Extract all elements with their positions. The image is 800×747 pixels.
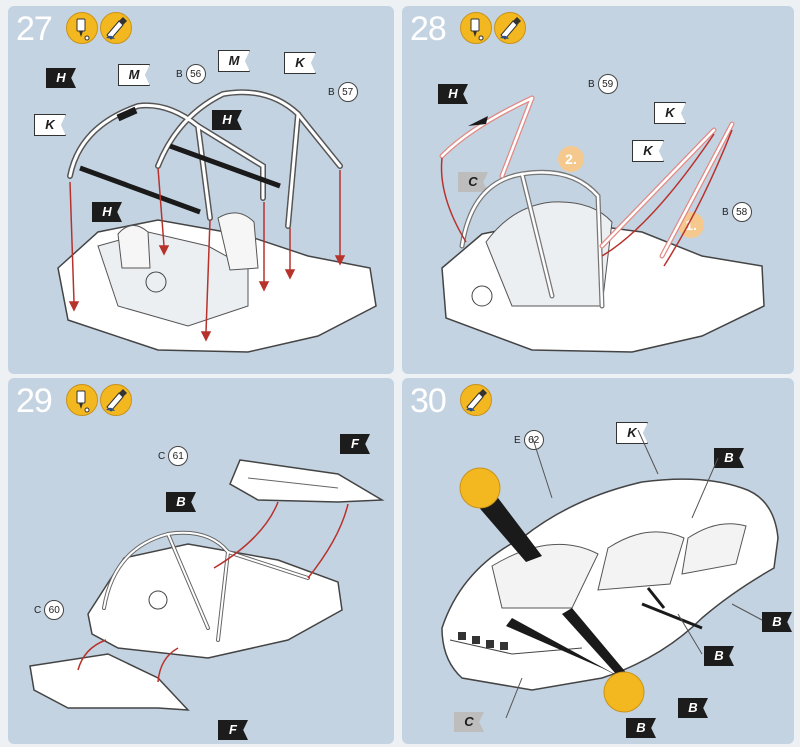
roll-cage-drawing <box>57 89 377 353</box>
flag-b: B <box>166 492 196 512</box>
step-number: 28 <box>410 10 447 48</box>
flag-c: C <box>454 712 484 732</box>
flag-h: H <box>212 110 242 130</box>
flag-f: F <box>218 720 248 740</box>
flag-h: H <box>438 84 468 104</box>
glue-icon <box>460 12 492 44</box>
sequence-2: 2. <box>558 146 584 172</box>
flag-b: B <box>714 448 744 468</box>
door-panels-drawing <box>29 459 385 711</box>
glue-icon <box>66 12 98 44</box>
flag-f: F <box>340 434 370 454</box>
paint-brush-icon <box>494 12 526 44</box>
paint-brush-icon <box>100 12 132 44</box>
flag-b: B <box>704 646 734 666</box>
car-body-drawing <box>441 429 779 719</box>
step-number: 29 <box>16 382 53 420</box>
flag-m: M <box>118 64 150 86</box>
flag-m: M <box>218 50 250 72</box>
paint-brush-icon <box>100 384 132 416</box>
flag-c: C <box>458 172 488 192</box>
paint-brush-icon <box>460 384 492 416</box>
flag-h: H <box>92 202 122 222</box>
flag-b: B <box>678 698 708 718</box>
step-number: 30 <box>410 382 447 420</box>
flag-b: B <box>626 718 656 738</box>
flag-h: H <box>46 68 76 88</box>
glue-icon <box>66 384 98 416</box>
step-number: 27 <box>16 10 53 48</box>
flag-b: B <box>762 612 792 632</box>
roll-cage-braces-drawing <box>439 95 765 353</box>
